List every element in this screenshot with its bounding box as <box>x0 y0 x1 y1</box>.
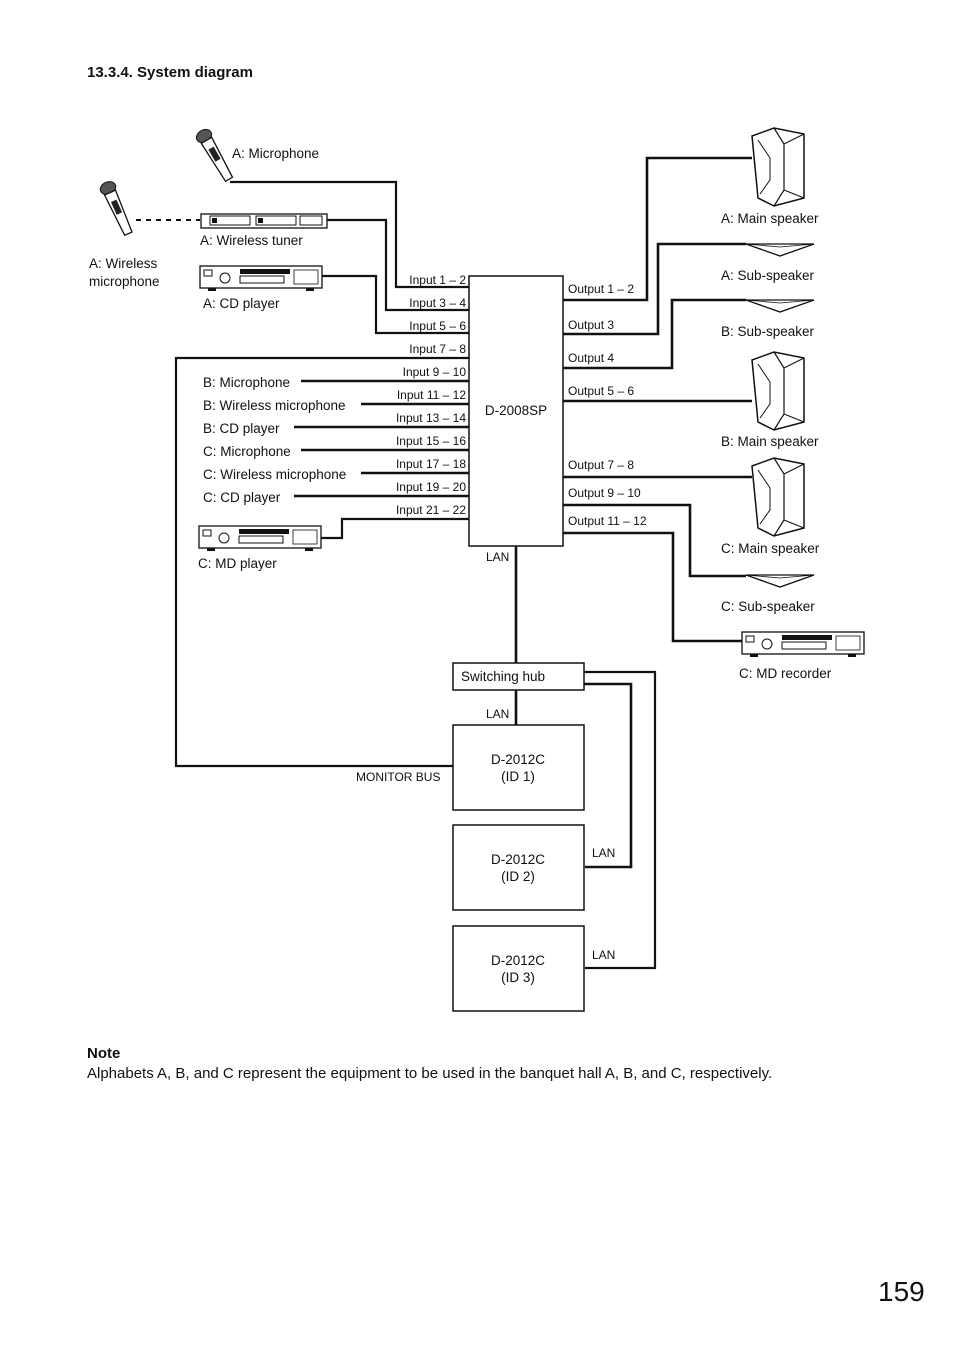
cd-player-icon <box>199 265 323 292</box>
speaker-icon <box>745 574 815 588</box>
output-label: Output 9 – 10 <box>568 486 641 500</box>
lan-wire <box>584 682 633 869</box>
source-label: B: Wireless microphone <box>203 398 346 413</box>
wireless-microphone-icon <box>97 178 137 238</box>
destination-label: A: Main speaker <box>721 211 819 226</box>
note-text: Alphabets A, B, and C represent the equi… <box>87 1065 773 1082</box>
input-label: Input 11 – 12 <box>397 388 466 402</box>
source-label: A: Wireless tuner <box>200 233 303 248</box>
output-label: Output 5 – 6 <box>568 384 634 398</box>
speaker-icon <box>751 351 805 431</box>
monitor-bus-wire <box>174 356 469 768</box>
controller-name: D-2012C <box>491 752 545 767</box>
destination-label: B: Main speaker <box>721 434 819 449</box>
d2012c-id2 <box>452 824 585 911</box>
output-wire <box>563 531 742 643</box>
switching-hub <box>452 662 585 691</box>
output-label: Output 11 – 12 <box>568 514 647 528</box>
source-label: B: CD player <box>203 421 280 436</box>
source-label: A: CD player <box>203 296 280 311</box>
source-label: C: CD player <box>203 490 281 505</box>
destination-label: B: Sub-speaker <box>721 324 815 339</box>
source-label: microphone <box>89 274 160 289</box>
controller-id: (ID 3) <box>501 970 535 985</box>
d2008sp-unit <box>468 275 564 547</box>
source-label: C: Microphone <box>203 444 291 459</box>
output-wire <box>563 242 746 336</box>
output-label: Output 7 – 8 <box>568 458 634 472</box>
output-wire <box>563 156 752 302</box>
note-title: Note <box>87 1045 121 1062</box>
input-label: Input 7 – 8 <box>409 342 466 356</box>
md-player-icon <box>198 525 322 552</box>
monitor-bus-label: MONITOR BUS <box>356 770 440 784</box>
input-label: Input 5 – 6 <box>409 319 466 333</box>
controller-name: D-2012C <box>491 953 545 968</box>
destination-label: C: Main speaker <box>721 541 820 556</box>
d2012c-id1 <box>452 724 585 811</box>
page-number: 159 <box>878 1276 925 1307</box>
lan-label: LAN <box>592 948 615 962</box>
wireless-tuner-icon <box>200 213 328 229</box>
output-wire <box>563 298 746 370</box>
input-label: Input 21 – 22 <box>396 503 466 517</box>
destination-label: A: Sub-speaker <box>721 268 815 283</box>
lan-wire <box>584 670 657 970</box>
output-label: Output 1 – 2 <box>568 282 634 296</box>
input-label: Input 15 – 16 <box>396 434 466 448</box>
lan-label: LAN <box>486 707 509 721</box>
speaker-icon <box>751 457 805 537</box>
speaker-icon <box>751 127 805 207</box>
controller-name: D-2012C <box>491 852 545 867</box>
source-label: C: MD player <box>198 556 277 571</box>
d2012c-id3 <box>452 925 585 1012</box>
input-wire <box>230 180 469 289</box>
destination-label: C: Sub-speaker <box>721 599 815 614</box>
input-wire <box>327 218 469 312</box>
lan-label: LAN <box>486 550 509 564</box>
destination-label: C: MD recorder <box>739 666 832 681</box>
source-label: B: Microphone <box>203 375 290 390</box>
controller-id: (ID 1) <box>501 769 535 784</box>
page-title: 13.3.4. System diagram <box>87 64 253 81</box>
source-label: C: Wireless microphone <box>203 467 346 482</box>
input-wire <box>322 274 469 335</box>
input-label: Input 13 – 14 <box>396 411 466 425</box>
lan-label: LAN <box>592 846 615 860</box>
input-label: Input 3 – 4 <box>409 296 466 310</box>
input-wire <box>321 517 469 540</box>
speaker-icon <box>745 299 815 313</box>
output-label: Output 3 <box>568 318 614 332</box>
controller-id: (ID 2) <box>501 869 535 884</box>
source-label: A: Microphone <box>232 146 319 161</box>
md-recorder-icon <box>741 631 865 658</box>
input-label: Input 9 – 10 <box>403 365 467 379</box>
input-label: Input 17 – 18 <box>396 457 466 471</box>
source-label: A: Wireless <box>89 256 158 271</box>
input-label: Input 1 – 2 <box>409 273 466 287</box>
output-label: Output 4 <box>568 351 614 365</box>
output-wire <box>563 503 746 578</box>
speaker-icon <box>745 243 815 257</box>
input-label: Input 19 – 20 <box>396 480 466 494</box>
main-unit-label: D-2008SP <box>485 403 547 418</box>
microphone-icon <box>193 126 237 184</box>
switching-hub-label: Switching hub <box>461 669 545 684</box>
